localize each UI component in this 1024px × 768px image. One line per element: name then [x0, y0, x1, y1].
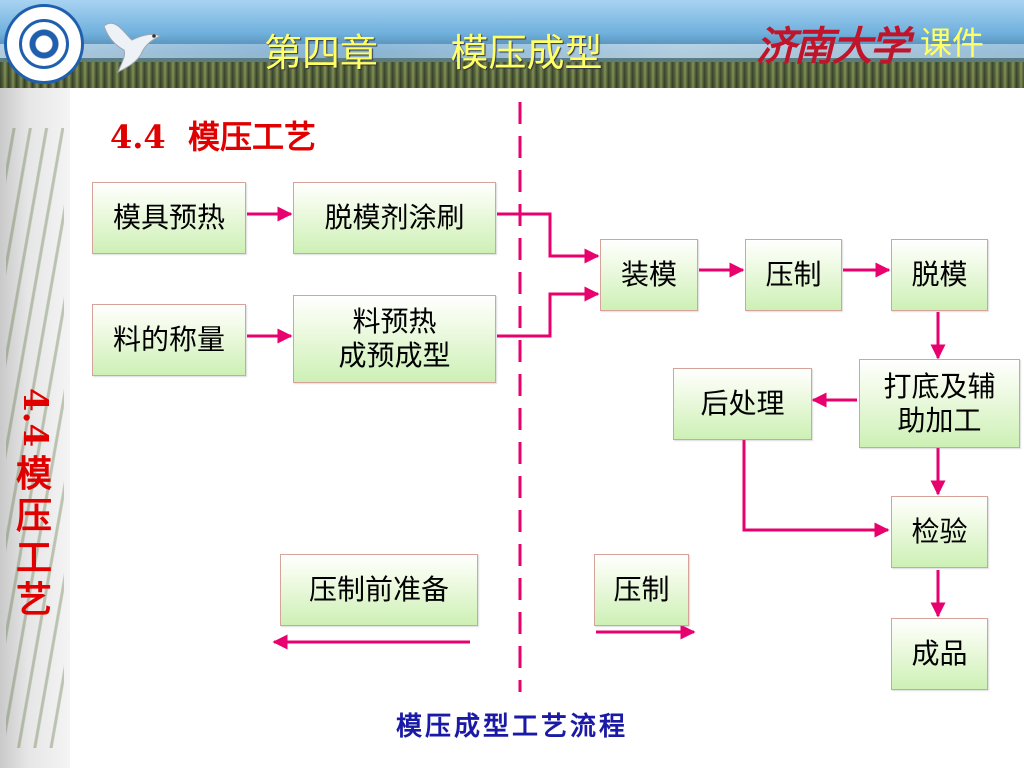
box-label: 压制: [765, 258, 822, 291]
sidebar-char: 压: [15, 495, 52, 538]
box-demolding: 脱模: [891, 239, 988, 311]
section-title: 4.4 模压工艺: [110, 118, 316, 156]
sidebar-plant-decoration: [6, 128, 64, 748]
sidebar-char: 艺: [15, 579, 52, 622]
box-label: 装模: [620, 258, 677, 291]
box-release-agent: 脱模剂涂刷: [293, 182, 496, 254]
diagram-caption: 模压成型工艺流程: [395, 712, 628, 742]
box-weighing: 料的称量: [92, 304, 246, 376]
box-finishing: 打底及辅 助加工: [859, 359, 1020, 448]
sidebar-char: 工: [15, 537, 52, 580]
header-banner: 第四章 模压成型 济南大学 课件: [0, 0, 1024, 88]
arrow-release-to-loading: [497, 212, 600, 264]
box-label: 脱模: [911, 258, 968, 291]
box-mold-preheat: 模具预热: [92, 182, 246, 254]
sidebar: 4.4 模 压 工 艺: [0, 88, 70, 768]
box-stage-pressing: 压制: [594, 554, 689, 626]
box-label: 料预热 成预成型: [338, 305, 451, 372]
box-label: 压制: [613, 573, 670, 606]
box-inspection: 检验: [891, 496, 988, 568]
box-label: 打底及辅 助加工: [883, 369, 996, 437]
box-loading: 装模: [600, 239, 698, 311]
sidebar-section-number: 4.4: [15, 388, 55, 448]
box-stage-pre-pressing: 压制前准备: [280, 554, 478, 626]
box-product: 成品: [891, 618, 988, 690]
header-sky-haze: [0, 44, 1024, 58]
box-label: 后处理: [700, 387, 785, 420]
courseware-label: 课件: [920, 24, 985, 62]
sidebar-section-label: 4.4 模 压 工 艺: [14, 388, 55, 622]
logo-emblem: [19, 19, 69, 69]
box-label: 脱模剂涂刷: [324, 201, 465, 234]
arrow-posttreatment-to-inspection: [742, 440, 890, 538]
box-pressing: 压制: [745, 239, 842, 311]
box-label: 成品: [911, 637, 968, 670]
arrow-preheat-to-loading: [497, 286, 600, 338]
box-post-treatment: 后处理: [673, 368, 812, 440]
box-material-preheat: 料预热 成预成型: [293, 295, 496, 383]
dove-icon: [103, 22, 162, 74]
box-label: 压制前准备: [308, 573, 449, 606]
chapter-title: 第四章 模压成型: [264, 31, 603, 75]
box-label: 料的称量: [112, 323, 225, 356]
header-grass: [0, 62, 1024, 88]
sidebar-char: 模: [15, 453, 52, 496]
box-label: 检验: [911, 515, 968, 548]
university-name: 济南大学: [756, 23, 910, 70]
university-logo: [4, 4, 84, 84]
box-label: 模具预热: [112, 201, 225, 234]
